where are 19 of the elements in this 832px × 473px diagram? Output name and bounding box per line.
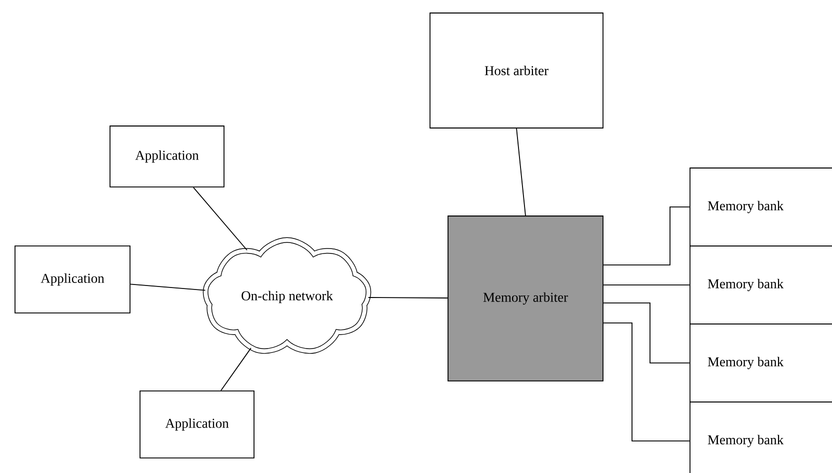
connector-line — [220, 348, 252, 391]
memory-bank-box: Memory bank — [690, 246, 832, 324]
arbiter-box: Memory arbiter — [448, 216, 604, 382]
connector-line — [130, 284, 206, 291]
connector-line — [603, 322, 690, 442]
connector-line — [516, 128, 526, 216]
connector-line — [603, 302, 690, 364]
connector-line — [192, 186, 248, 251]
connector-line — [603, 206, 690, 266]
memory-bank-box: Memory bank — [690, 324, 832, 402]
application-box: Application — [14, 246, 130, 314]
connector-line — [603, 284, 690, 286]
connector-line — [368, 297, 448, 298]
application-box: Application — [110, 126, 224, 188]
memory-bank-box: Memory bank — [690, 402, 832, 473]
network-cloud: On-chip network — [202, 237, 372, 354]
application-box: Application — [140, 390, 254, 458]
host-box: Host arbiter — [430, 12, 604, 128]
memory-bank-box: Memory bank — [690, 168, 832, 246]
